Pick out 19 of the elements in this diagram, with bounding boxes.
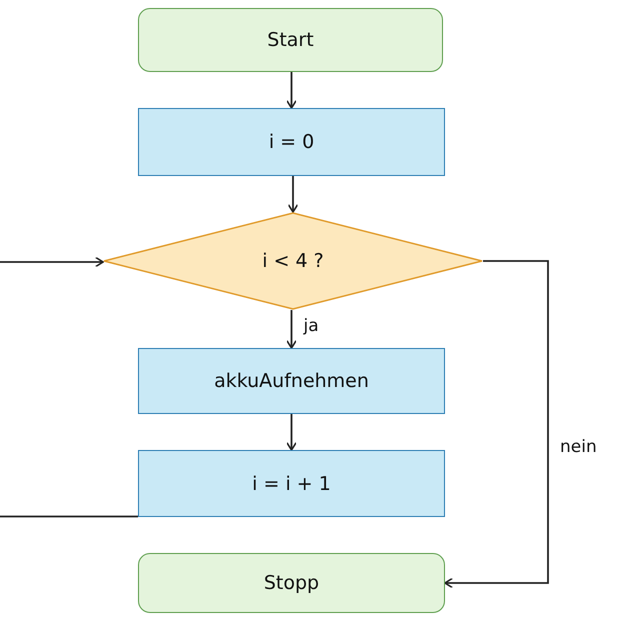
node-label: i < 4 ? bbox=[262, 250, 324, 272]
terminal-box bbox=[138, 553, 445, 613]
terminal-box bbox=[138, 8, 443, 72]
process-box bbox=[138, 108, 445, 176]
process-box bbox=[138, 450, 445, 517]
arrow bbox=[286, 310, 297, 349]
node-label: Start bbox=[267, 29, 314, 51]
process-box bbox=[138, 348, 445, 414]
node-label: i = 0 bbox=[268, 131, 314, 153]
arrow bbox=[0, 256, 104, 268]
node-label: akkuAufnehmen bbox=[214, 370, 369, 392]
node-label: i = i + 1 bbox=[252, 472, 331, 494]
arrow bbox=[444, 260, 549, 588]
decision-diamond bbox=[103, 212, 483, 310]
arrow bbox=[288, 176, 298, 213]
connector-line bbox=[0, 516, 138, 518]
node-label: Stopp bbox=[264, 572, 320, 594]
arrow bbox=[286, 72, 297, 109]
arrow bbox=[286, 414, 297, 451]
